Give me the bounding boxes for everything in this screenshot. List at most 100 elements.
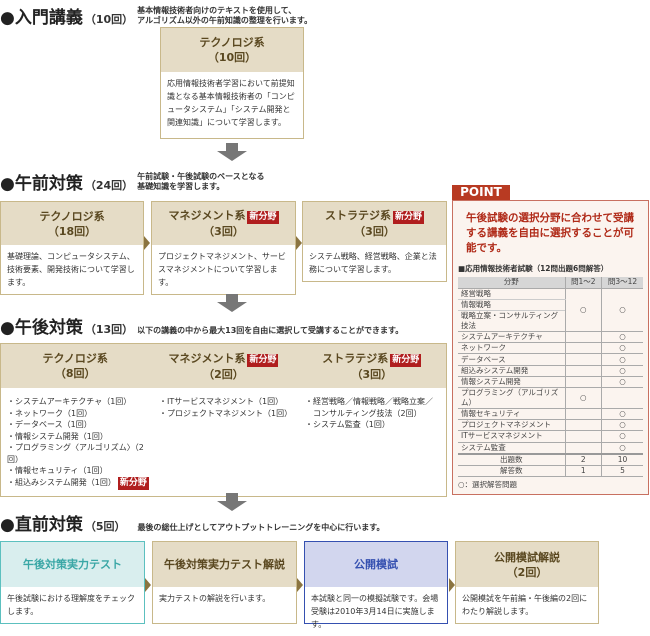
column-count: （3回） [351, 367, 393, 381]
management-course-list: ・ITサービスマネジメント（1回） ・プロジェクトマネジメント（1回） [159, 396, 299, 490]
box-title: ストラテジ系 [324, 209, 391, 222]
total-cell: 5 [601, 465, 643, 477]
section-desc: 以下の講義の中から最大13回を自由に選択して受講することができます。 [137, 326, 404, 335]
table-row: システム監査 ○ [458, 442, 643, 455]
field-name: データベース [458, 353, 565, 366]
column-title: マネジメント系 [168, 351, 246, 365]
section-am-heading: ●午前対策 （24回） 午前試験・午後試験のベースとなる基礎知識を学習します。 [0, 172, 265, 194]
mark-cell [601, 387, 643, 409]
box-body: プロジェクトマネジメント、サービスマネジメントについて学習します。 [158, 252, 286, 287]
box-title: テクノロジ系 [199, 36, 265, 49]
arrow-right-icon [297, 578, 303, 592]
arrow-down-icon [217, 493, 247, 513]
arrow-right-icon [144, 236, 150, 250]
final-test-review-box: 午後対策実力テスト解説 実力テストの解説を行います。 [152, 541, 297, 624]
list-item: ・データベース（1回） [7, 420, 92, 429]
field-name: 組込みシステム開発 [458, 365, 565, 377]
arrow-down-icon [217, 143, 247, 163]
mark-cell: ○ [601, 430, 643, 443]
am-technology-box: テクノロジ系（18回） 基礎理論、コンピュータシステム、技術要素、開発技術につい… [0, 201, 144, 295]
section-title: ●午前対策 [0, 174, 83, 194]
field-name: システム監査 [458, 442, 565, 455]
box-title: 午後対策実力テスト解説 [153, 542, 296, 587]
mark-cell [564, 408, 602, 421]
table-row: プログラミング（アルゴリズム）○ [458, 387, 643, 409]
list-item: ・プロジェクトマネジメント（1回） [159, 408, 293, 418]
mock-exam-review-box: 公開模試解説（2回） 公開模試を午前編・午後編の2回にわたり解説します。 [455, 541, 599, 624]
column-title: ストラテジ系 [322, 351, 389, 365]
field-name: 経営戦略 [458, 288, 565, 300]
mark-cell: ○ [601, 408, 643, 421]
total-cell: 解答数 [458, 465, 565, 477]
list-item: コンサルティング技法（2回） [305, 408, 422, 418]
field-name: プログラミング（アルゴリズム） [458, 387, 565, 409]
point-headline: 午後試験の選択分野に合わせて受講する講義を自由に選択することが可能です。 [466, 212, 634, 254]
list-item: ・組込みシステム開発（1回）新分野 [7, 476, 149, 490]
section-desc: 午前試験・午後試験のベースとなる基礎知識を学習します。 [137, 172, 265, 191]
box-title: 公開模試 [305, 542, 447, 587]
point-box: 午後試験の選択分野に合わせて受講する講義を自由に選択することが可能です。 ■応用… [452, 200, 649, 495]
table-row: システムアーキテクチャ○ [458, 331, 643, 344]
list-item: ・システム監査（1回） [305, 420, 390, 429]
column-count: （8回） [54, 367, 96, 380]
mark-cell [564, 331, 602, 344]
section-count: （24回） [84, 179, 134, 192]
list-item: ・ITサービスマネジメント（1回） [159, 397, 284, 406]
section-count: （13回） [84, 323, 134, 336]
list-item: ・システムアーキテクチャ（1回） [7, 397, 132, 406]
mark-cell: ○ [601, 353, 643, 366]
column-title: テクノロジ系 [42, 352, 108, 365]
box-count: （2回） [506, 565, 548, 579]
table-note: ○：選択解答問題 [458, 479, 518, 489]
field-name: プロジェクトマネジメント [458, 419, 565, 432]
mark-cell: ○ [564, 387, 602, 409]
mark-cell [564, 419, 602, 432]
table-row: ネットワーク○ [458, 342, 643, 355]
arrow-right-icon [449, 578, 455, 592]
mark-cell: ○ [601, 442, 643, 455]
box-title: 午後対策実力テスト [1, 542, 144, 587]
mark-cell: ○ [601, 288, 643, 333]
column-count: （2回） [203, 367, 244, 381]
list-item: ・ネットワーク（1回） [7, 408, 93, 418]
list-item: ・情報システム開発（1回） [7, 431, 108, 441]
section-count: （5回） [84, 520, 126, 533]
total-cell: 2 [564, 452, 602, 466]
am-management-box: マネジメント系新分野（3回） プロジェクトマネジメント、サービスマネジメントにつ… [151, 201, 296, 295]
table-row: プロジェクトマネジメント○ [458, 419, 643, 432]
mark-cell: ○ [564, 288, 602, 333]
box-title: マネジメント系 [168, 209, 246, 222]
field-name: ITサービスマネジメント [458, 430, 565, 443]
mark-cell [564, 353, 602, 366]
total-cell: 1 [564, 465, 602, 477]
total-cell: 10 [601, 452, 643, 466]
field-name: 情報戦略 [458, 299, 565, 312]
mark-cell: ○ [601, 365, 643, 377]
list-item: ・情報セキュリティ（1回） [7, 466, 108, 475]
new-field-badge: 新分野 [117, 476, 149, 490]
table-row: 情報システム開発○ [458, 376, 643, 389]
box-body: 応用情報技術者学習において前提知識となる基本情報技術者の「コンピュータシステム」… [167, 79, 295, 127]
box-body: 公開模試を午前編・午後編の2回にわたり解説します。 [462, 594, 588, 616]
point-label: POINT [452, 185, 510, 200]
table-row: 情報セキュリティ○ [458, 408, 643, 421]
box-title: テクノロジ系 [39, 209, 105, 223]
box-body: システム戦略、経営戦略、企業と法務について学習します。 [309, 252, 437, 274]
section-final-heading: ●直前対策 （5回） 最後の総仕上げとしてアウトプットトレーニングを中心に行いま… [0, 515, 384, 535]
table-row: 組込みシステム開発 ○ [458, 365, 643, 377]
box-count: （3回） [354, 225, 395, 238]
new-field-badge: 新分野 [247, 211, 279, 224]
section-intro-heading: ●入門講義 （10回） 基本情報技術者向けのテキストを使用して、アルゴリズム以外… [0, 6, 312, 28]
section-title: ●午後対策 [0, 318, 83, 338]
arrow-right-icon [145, 578, 151, 592]
pm-courses-box: テクノロジ系（8回） マネジメント系新分野（2回） ストラテジ系新分野（3回） … [0, 343, 447, 497]
box-body: 本試験と同一の模擬試験です。会場受験は2010年3月14日に実施します。 [311, 594, 439, 629]
mark-cell [564, 342, 602, 355]
strategy-course-list: ・経営戦略／情報戦略／戦略立案／ コンサルティング技法（2回） ・システム監査（… [305, 396, 443, 490]
field-name: 情報システム開発 [458, 376, 565, 389]
field-name: 戦略立案・コンサルティング技法 [458, 310, 565, 333]
table-row: データベース ○ [458, 353, 643, 366]
table-row: 情報戦略 [458, 299, 643, 312]
final-test-box: 午後対策実力テスト 午後試験における理解度をチェックします。 [0, 541, 145, 624]
